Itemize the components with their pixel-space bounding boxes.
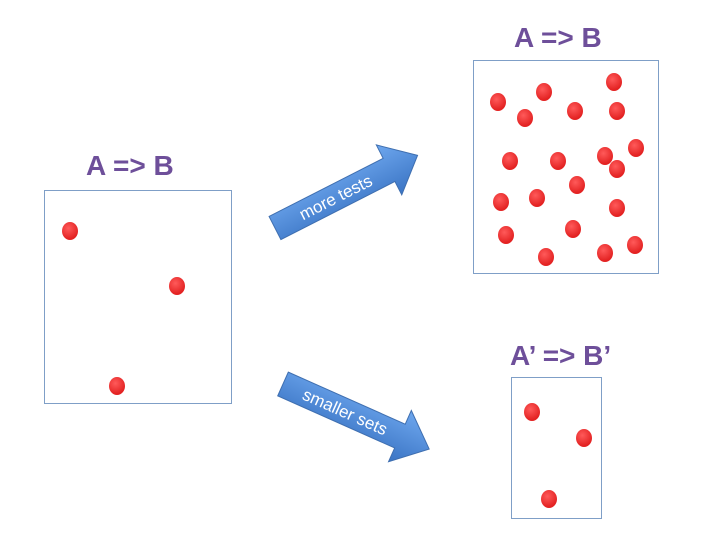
data-point: [524, 403, 540, 421]
bottom-right-title: A’ => B’: [510, 340, 612, 371]
data-point: [502, 152, 518, 170]
smaller-sets-label: smaller sets: [300, 385, 391, 439]
smaller-sets-arrow: smaller sets: [277, 371, 430, 463]
data-point: [62, 222, 78, 240]
data-point: [109, 377, 125, 395]
data-point: [538, 248, 554, 266]
data-point: [498, 226, 514, 244]
data-point: [536, 83, 552, 101]
data-point: [567, 102, 583, 120]
more-tests-arrow: more tests: [268, 144, 419, 241]
data-point: [597, 244, 613, 262]
data-point: [529, 189, 545, 207]
data-point: [490, 93, 506, 111]
data-point: [550, 152, 566, 170]
data-point: [576, 429, 592, 447]
top-right-title: A => B: [514, 22, 602, 53]
data-point: [493, 193, 509, 211]
data-point: [597, 147, 613, 165]
bottom-right-set-box: [511, 377, 602, 519]
data-point: [569, 176, 585, 194]
data-point: [169, 277, 185, 295]
data-point: [609, 160, 625, 178]
data-point: [609, 102, 625, 120]
more-tests-label: more tests: [296, 171, 375, 224]
left-title: A => B: [86, 150, 174, 181]
data-point: [627, 236, 643, 254]
smaller-sets-arrow-shape: [277, 371, 430, 463]
data-point: [541, 490, 557, 508]
data-point: [517, 109, 533, 127]
data-point: [628, 139, 644, 157]
more-tests-arrow-shape: [268, 144, 419, 241]
data-point: [565, 220, 581, 238]
data-point: [609, 199, 625, 217]
data-point: [606, 73, 622, 91]
